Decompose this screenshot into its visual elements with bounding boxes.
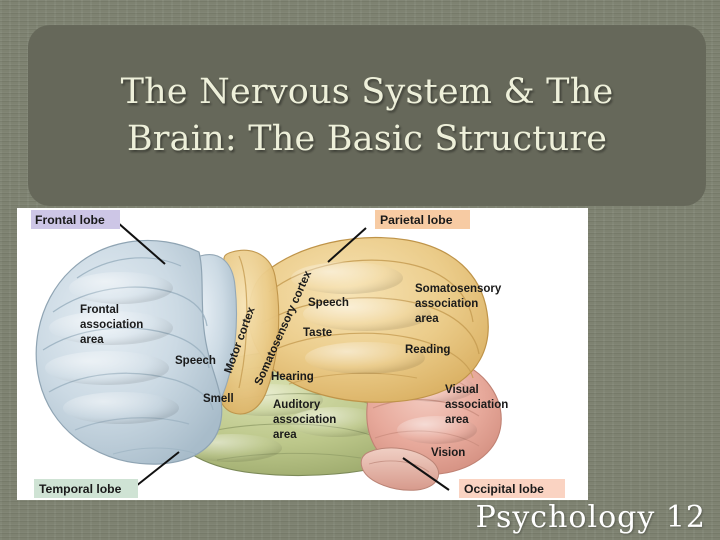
frontal-lobe-leader-line	[116, 221, 166, 265]
label-frontal-association-line2: association	[80, 319, 143, 331]
label-somatosensory-association-line2: association	[415, 298, 478, 310]
frontal-lobe-region	[35, 239, 223, 465]
callout-temporal-lobe: Temporal lobe	[34, 479, 138, 498]
label-visual-association-line3: area	[445, 414, 469, 426]
brain-lobes-diagram: Frontal association area Speech Motor co…	[17, 208, 588, 500]
callout-frontal-lobe-text: Frontal lobe	[35, 213, 105, 227]
occipital-lobe-leader-line	[402, 457, 450, 491]
label-speech-parietal: Speech	[308, 297, 349, 309]
label-speech-frontal: Speech	[175, 355, 216, 367]
label-auditory-association-line1: Auditory	[273, 399, 321, 411]
label-auditory-association-line3: area	[273, 429, 297, 441]
label-auditory-association-line2: association	[273, 414, 336, 426]
label-taste: Taste	[303, 327, 332, 339]
callout-parietal-lobe: Parietal lobe	[375, 210, 470, 229]
label-reading: Reading	[405, 344, 450, 356]
callout-occipital-lobe-text: Occipital lobe	[464, 482, 544, 496]
label-somatosensory-association-line1: Somatosensory	[415, 283, 502, 295]
temporal-lobe-leader-line	[130, 451, 180, 491]
callout-temporal-lobe-text: Temporal lobe	[39, 482, 122, 496]
label-frontal-association-line3: area	[80, 334, 104, 346]
label-visual-association-line1: Visual	[445, 384, 479, 396]
label-hearing: Hearing	[271, 371, 314, 383]
callout-parietal-lobe-text: Parietal lobe	[380, 213, 453, 227]
label-smell: Smell	[203, 393, 234, 405]
slide-title: The Nervous System & The Brain: The Basi…	[120, 72, 614, 159]
label-vision: Vision	[431, 447, 465, 459]
course-footer: Psychology 12	[475, 500, 706, 535]
callout-frontal-lobe: Frontal lobe	[31, 210, 120, 229]
label-frontal-association-line1: Frontal	[80, 304, 119, 316]
label-visual-association-line2: association	[445, 399, 508, 411]
label-somatosensory-association-line3: area	[415, 313, 439, 325]
title-plaque: The Nervous System & The Brain: The Basi…	[28, 25, 706, 206]
callout-occipital-lobe: Occipital lobe	[459, 479, 565, 498]
parietal-lobe-region	[248, 237, 489, 403]
parietal-lobe-leader-line	[327, 227, 367, 263]
